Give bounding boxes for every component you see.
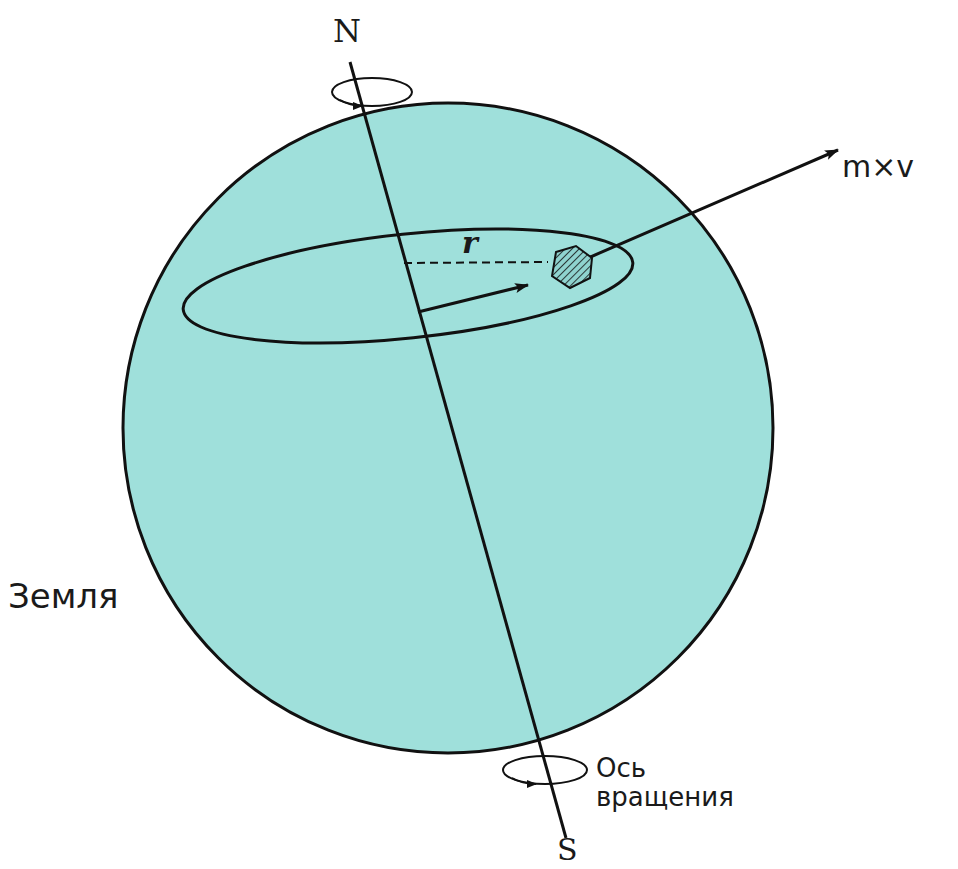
earth-globe xyxy=(123,103,773,753)
momentum-arrow xyxy=(588,150,838,258)
pole-label: S xyxy=(557,833,578,866)
axis-label: Ось вращения xyxy=(596,754,746,811)
vector-label: m×v xyxy=(842,150,914,183)
planet-label: Земля xyxy=(8,578,119,615)
pole-label: N xyxy=(333,14,361,49)
mass-piece xyxy=(552,246,592,288)
rotation-ring xyxy=(332,78,412,106)
radius-label: r xyxy=(462,226,478,259)
rotation-axis xyxy=(350,62,566,838)
radius-line xyxy=(404,262,548,263)
rotation-ring xyxy=(503,756,587,784)
velocity-arrow xyxy=(418,285,528,312)
orbit-ellipse xyxy=(178,211,638,362)
